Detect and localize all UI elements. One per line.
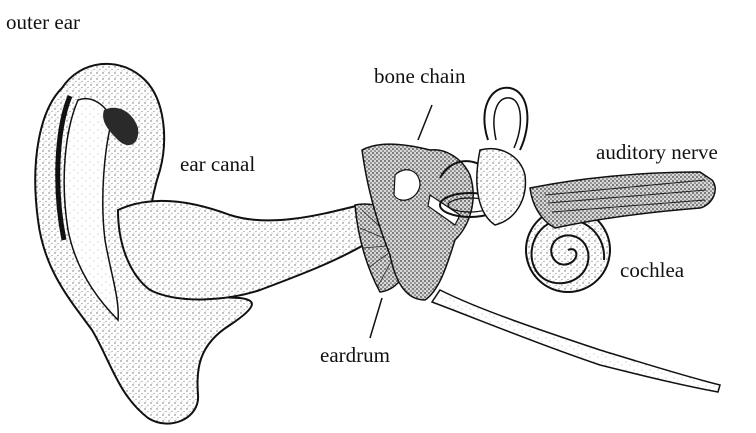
label-outer-ear: outer ear [6, 12, 80, 33]
auditory-nerve-shape [530, 172, 715, 228]
label-eardrum: eardrum [320, 345, 390, 366]
label-bone-chain: bone chain [374, 66, 466, 87]
eustachian-tube-shape [432, 290, 720, 392]
label-cochlea: cochlea [620, 260, 684, 281]
ear-canal-shape [118, 201, 372, 300]
label-ear-canal: ear canal [180, 154, 255, 175]
label-auditory-nerve: auditory nerve [596, 142, 718, 163]
bone-chain-leader [418, 105, 432, 140]
eardrum-leader [370, 298, 382, 338]
